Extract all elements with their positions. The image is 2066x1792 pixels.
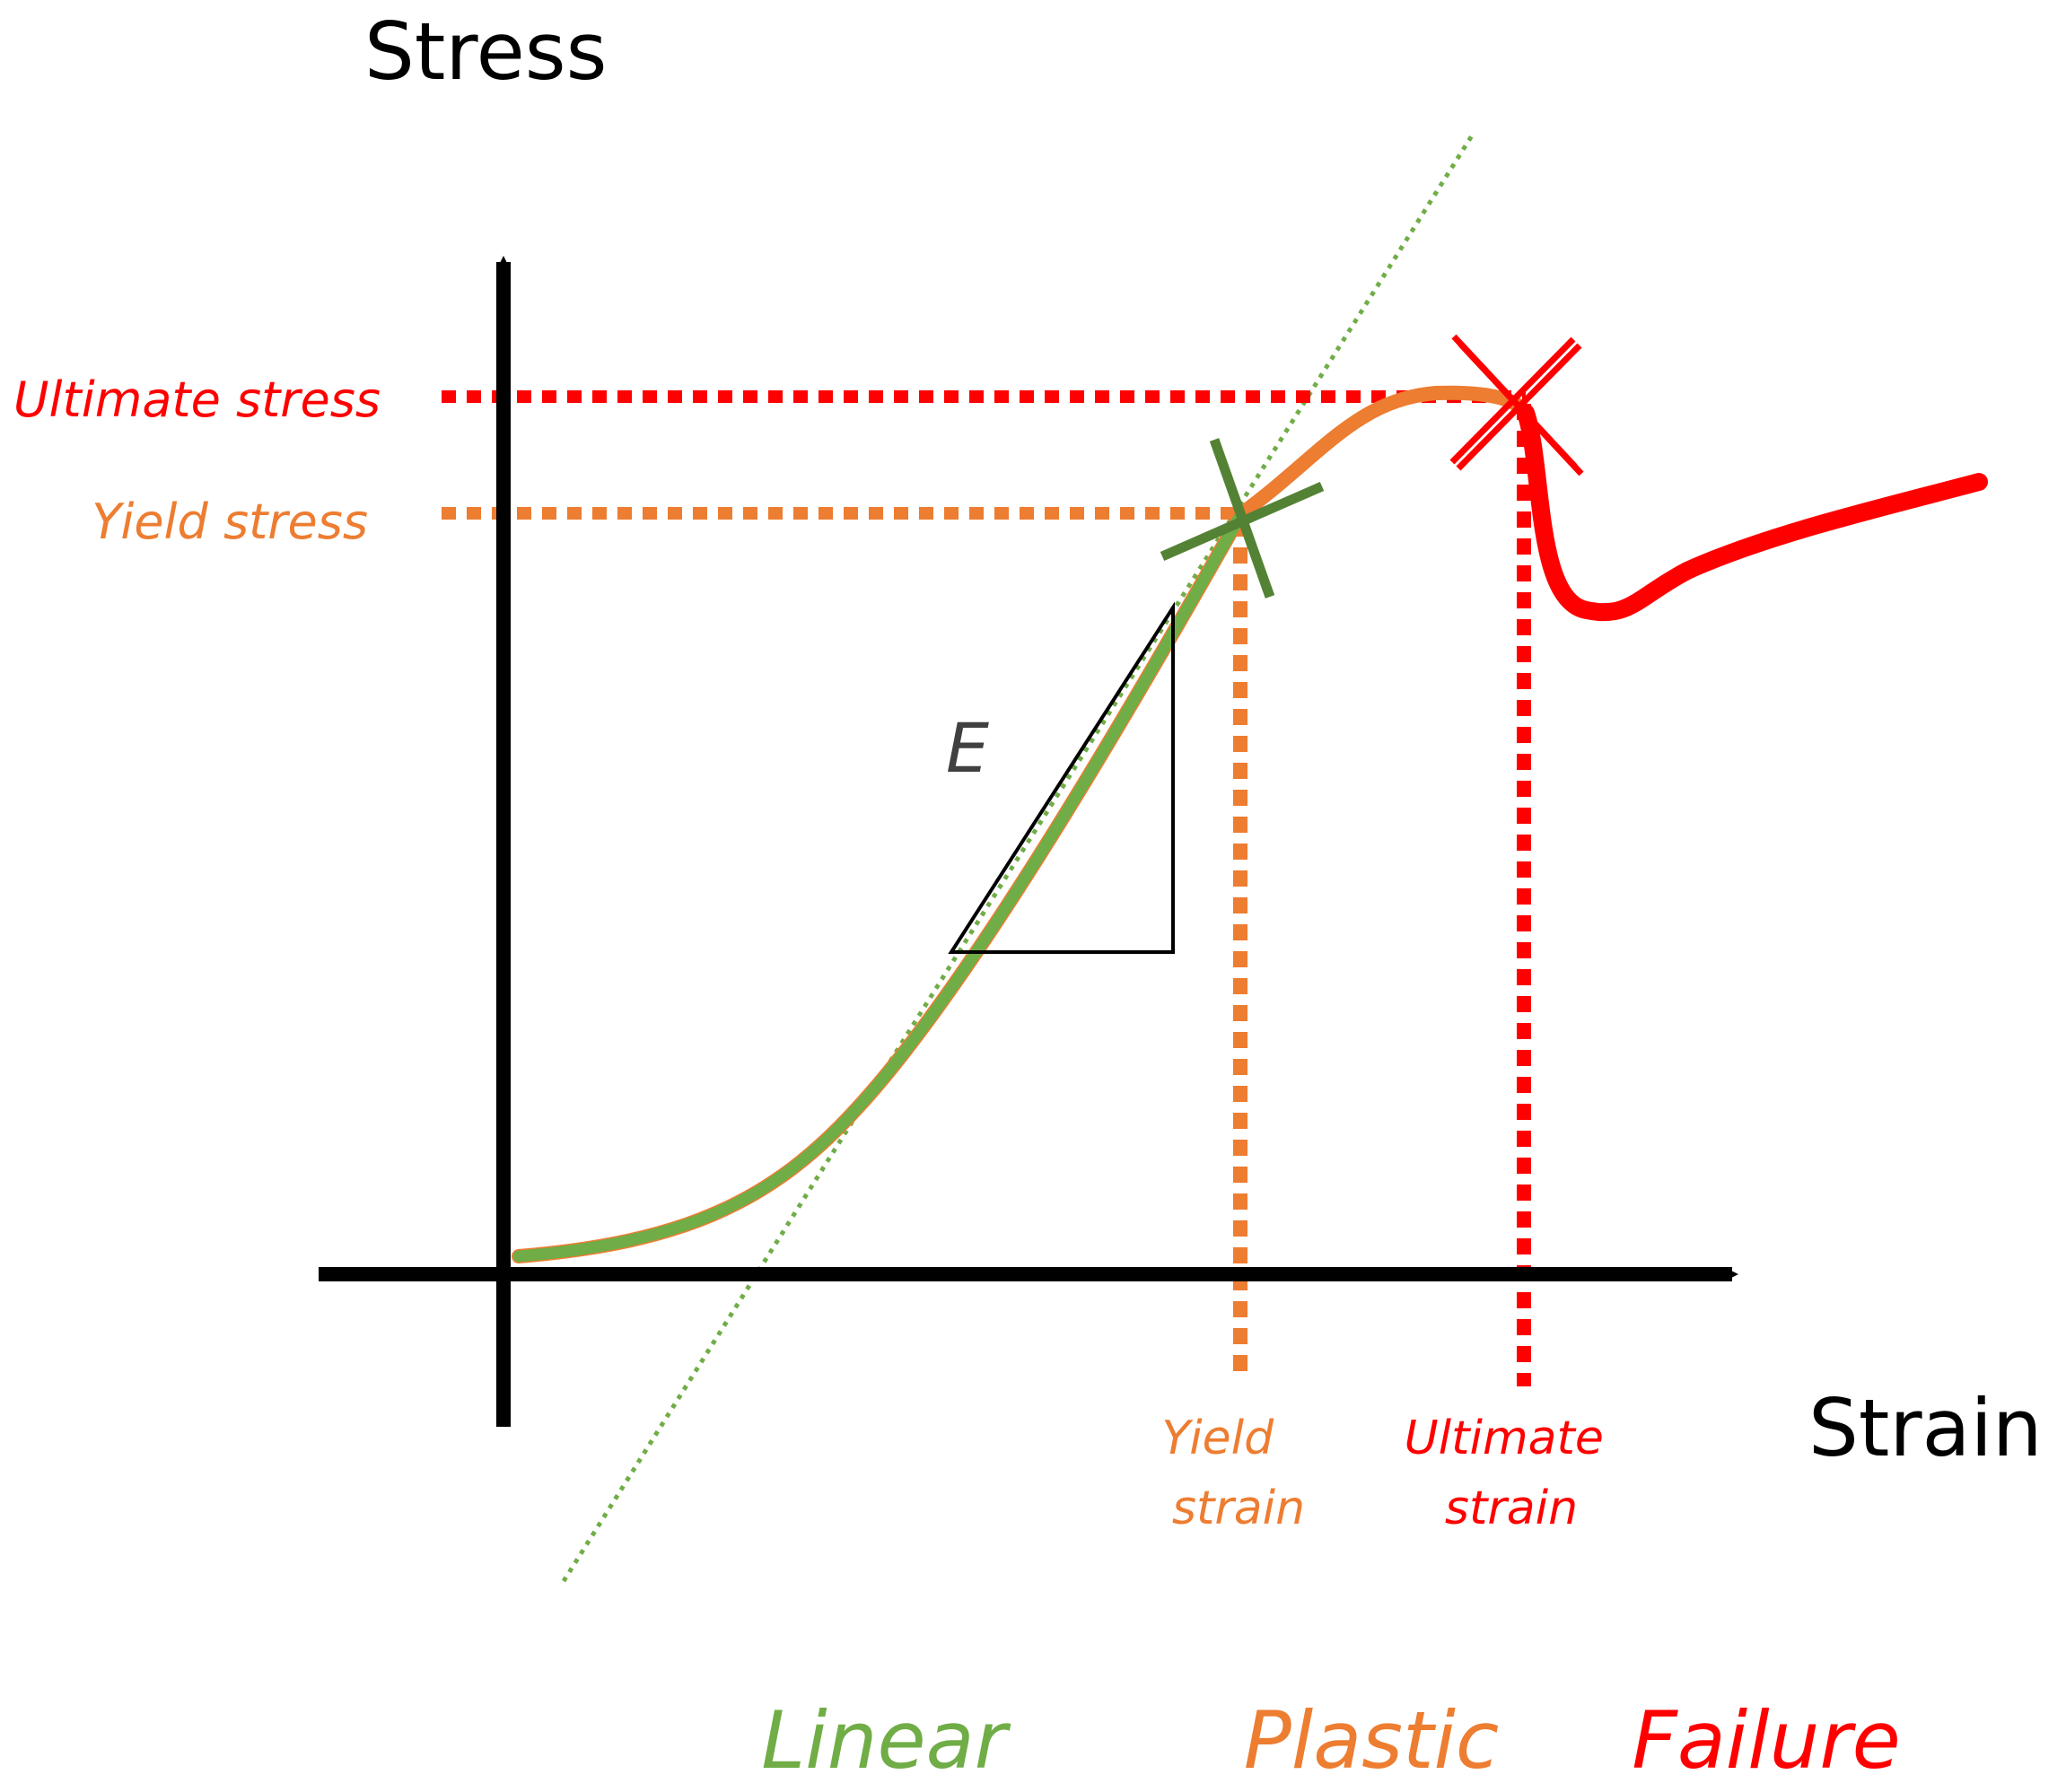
yield-strain-label-line1: Yield bbox=[1161, 1412, 1274, 1465]
yield-point-marker bbox=[1160, 438, 1325, 599]
linear-extrapolation-line bbox=[561, 131, 1476, 1583]
yield-stress-label: Yield stress bbox=[92, 494, 368, 550]
ultimate-stress-label: Ultimate stress bbox=[13, 372, 381, 428]
plastic-curve bbox=[1231, 385, 1533, 523]
linear-curve bbox=[512, 512, 1245, 1263]
modulus-triangle bbox=[948, 601, 1175, 954]
failure-curve bbox=[1517, 404, 1988, 622]
region-linear-label: Linear bbox=[761, 1694, 1011, 1787]
linear-curve-underlay bbox=[512, 511, 1246, 1263]
ultimate-point-marker bbox=[1449, 334, 1584, 476]
y-axis-title: Stress bbox=[364, 5, 607, 98]
x-axis-title: Strain bbox=[1808, 1382, 2043, 1474]
ultimate-strain-label: Ultimate strain bbox=[1405, 1412, 1619, 1535]
region-plastic-label: Plastic bbox=[1244, 1694, 1500, 1787]
yield-strain-label: Yield strain bbox=[1161, 1412, 1305, 1535]
yield-strain-label-line2: strain bbox=[1172, 1482, 1305, 1535]
ultimate-strain-label-line2: strain bbox=[1445, 1482, 1578, 1535]
modulus-label: E bbox=[946, 708, 989, 788]
ultimate-strain-label-line1: Ultimate bbox=[1405, 1412, 1604, 1465]
region-failure-label: Failure bbox=[1632, 1694, 1901, 1787]
